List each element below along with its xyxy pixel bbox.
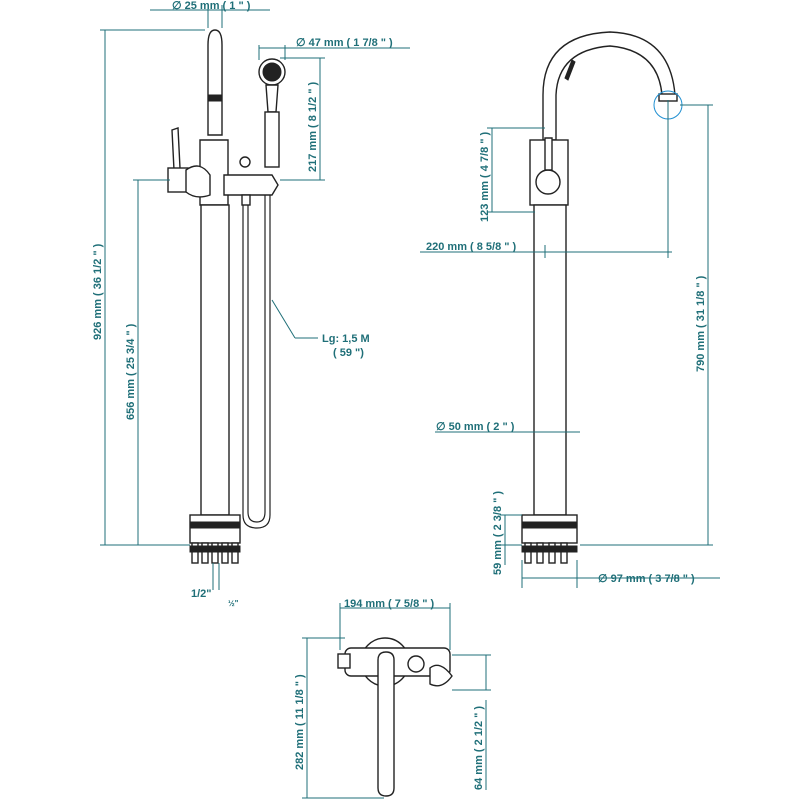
- dim-reach-label: 220 mm ( 8 5/8 " ): [426, 241, 517, 253]
- dim-top-w-label: 194 mm ( 7 5/8 " ): [344, 598, 435, 610]
- dim-column-dia-label: ∅ 50 mm ( 2 " ): [436, 421, 515, 433]
- front-feet: [189, 542, 241, 564]
- top-view: 194 mm ( 7 5/8 " ) 282 mm ( 11 1/8 " ) 6…: [294, 598, 491, 799]
- dim-spout-h-label: 790 mm ( 31 1/8 " ): [695, 275, 707, 372]
- dim-inlet-thread-label: 1/2": [191, 588, 212, 600]
- side-base: [521, 514, 578, 544]
- lever-body: [167, 167, 189, 193]
- dim-top-len-label: 282 mm ( 11 1/8 " ): [294, 674, 306, 770]
- dim-handshower-dia: ∅ 47 mm ( 1 7/8 " ): [258, 37, 410, 60]
- top-lever: [337, 653, 351, 669]
- dim-top-w: 194 mm ( 7 5/8 " ): [339, 598, 451, 650]
- side-lever-knob: [535, 169, 561, 195]
- dim-top-len: 282 mm ( 11 1/8 " ): [294, 637, 384, 799]
- dim-top-offset-label: 64 mm ( 2 1/2 " ): [473, 706, 485, 790]
- front-column: [200, 204, 230, 516]
- dim-base-h: 59 mm ( 2 3/8 " ): [492, 491, 522, 575]
- dim-total-h: 926 mm ( 36 1/2 " ): [92, 29, 205, 546]
- side-feet: [521, 542, 578, 564]
- dim-lever-h-label: 123 mm ( 4 7/8 " ): [479, 131, 491, 222]
- dim-handshower-h-label: 217 mm ( 8 1/2 " ): [307, 81, 319, 172]
- dim-base-dia: ∅ 97 mm ( 3 7/8 " ): [521, 560, 720, 588]
- front-spout-ring: [207, 94, 223, 102]
- diverter-knob: [239, 156, 251, 168]
- lever-handle: [171, 127, 181, 171]
- dim-inlet-h: 656 mm ( 25 3/4 " ): [125, 179, 170, 545]
- dim-total-h-label: 926 mm ( 36 1/2 " ): [92, 243, 104, 340]
- dim-column-dia: ∅ 50 mm ( 2 " ): [435, 421, 580, 433]
- dim-base-h-label: 59 mm ( 2 3/8 " ): [492, 491, 504, 575]
- top-handshower: [429, 664, 453, 687]
- handshower-handle: [264, 111, 280, 168]
- top-spout: [377, 651, 395, 797]
- mixer-cap: [185, 165, 211, 198]
- dim-hose-len: Lg: 1,5 M ( 59 "): [271, 299, 370, 359]
- front-base: [189, 514, 241, 544]
- diverter-block: [223, 174, 279, 196]
- dim-handshower-h: 217 mm ( 8 1/2 " ): [280, 57, 325, 181]
- hose: [242, 195, 271, 529]
- top-knob: [407, 655, 425, 673]
- dim-reach: 220 mm ( 8 5/8 " ): [420, 100, 672, 258]
- dim-spout-h: 790 mm ( 31 1/8 " ): [580, 104, 713, 546]
- hose-connector: [241, 194, 251, 206]
- dim-inlet-thread-mark: ½": [228, 599, 239, 608]
- dim-hose-len-label: Lg: 1,5 M: [322, 333, 370, 345]
- dim-hose-len-in-label: ( 59 "): [333, 347, 364, 359]
- dim-top-offset: 64 mm ( 2 1/2 " ): [452, 654, 491, 790]
- dim-inlet-h-label: 656 mm ( 25 3/4 " ): [125, 323, 137, 420]
- dim-top-dia-label: ∅ 25 mm ( 1 " ): [172, 0, 251, 12]
- dim-lever-h: 123 mm ( 4 7/8 " ): [479, 127, 545, 222]
- front-spout-tube: [207, 29, 223, 136]
- dim-top-dia: ∅ 25 mm ( 1 " ): [150, 0, 270, 28]
- side-view: 123 mm ( 4 7/8 " ) 220 mm ( 8 5/8 " ) 79…: [420, 31, 720, 588]
- front-view: ∅ 25 mm ( 1 " ) ∅ 47 mm ( 1 7/8 " ) 217 …: [92, 0, 410, 608]
- dim-inlet-thread: 1/2" ½": [191, 563, 239, 608]
- dim-base-dia-label: ∅ 97 mm ( 3 7/8 " ): [598, 573, 695, 585]
- aerator: [658, 93, 678, 102]
- dim-handshower-dia-label: ∅ 47 mm ( 1 7/8 " ): [296, 37, 393, 49]
- gooseneck-spout: [542, 31, 676, 141]
